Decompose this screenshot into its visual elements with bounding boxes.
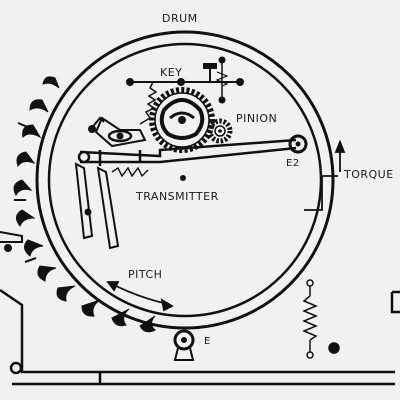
cam-lever xyxy=(88,116,147,148)
base-frame xyxy=(0,288,395,386)
key-mechanism xyxy=(126,56,244,104)
torque-arrow xyxy=(304,139,346,211)
pulley-e xyxy=(173,329,195,361)
label-e2: E2 xyxy=(286,158,300,169)
label-key: KEY xyxy=(160,66,182,79)
arm-spring xyxy=(111,166,149,178)
label-torque: TORQUE xyxy=(343,168,394,181)
transmitter-pivot xyxy=(180,175,186,181)
label-pitch: PITCH xyxy=(128,268,162,281)
return-spring xyxy=(302,279,340,359)
main-gear xyxy=(149,87,215,153)
drum-teeth xyxy=(13,76,156,333)
left-frame xyxy=(0,231,23,252)
label-drum: DRUM xyxy=(162,12,198,25)
pinion-gear xyxy=(207,118,233,144)
pulley-e2 xyxy=(288,134,308,154)
label-pinion: PINION xyxy=(236,112,277,125)
label-e: E xyxy=(204,336,211,347)
key-link-spring xyxy=(139,81,158,125)
right-bracket xyxy=(390,290,400,314)
drum-outer-ring xyxy=(35,30,335,330)
main-arm xyxy=(77,138,297,166)
pitch-indicator xyxy=(106,281,174,312)
label-transmitter: TRANSMITTER xyxy=(135,190,219,203)
transmitter-pawls xyxy=(74,162,120,250)
drum-inner-ring xyxy=(47,42,323,318)
